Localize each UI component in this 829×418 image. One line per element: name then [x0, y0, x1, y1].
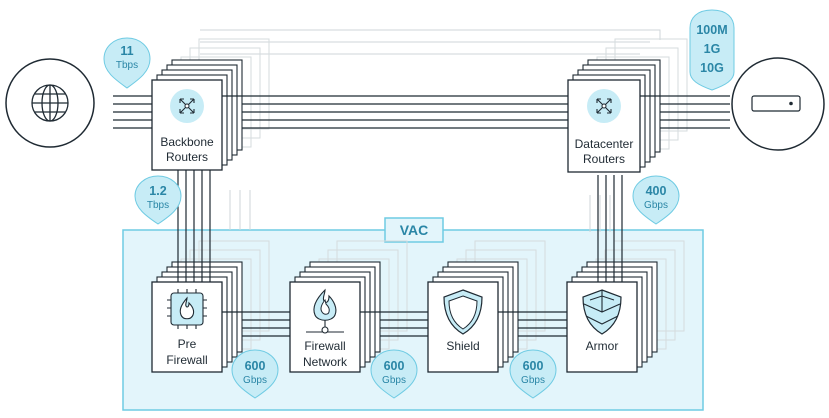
node-label-line1: Armor — [586, 339, 619, 353]
node-label-line2: Routers — [583, 152, 625, 166]
badge-value: 11 — [120, 44, 133, 58]
server-node[interactable] — [731, 57, 825, 151]
node-label-line1: Backbone — [160, 135, 214, 149]
badge-value: 400 — [646, 184, 667, 198]
bandwidth-badge-server-link: 100M 1G 10G — [689, 9, 735, 91]
bandwidth-badge-shield-to-armor: 600 Gbps — [509, 349, 557, 399]
router-arrows-icon — [587, 89, 621, 123]
armor-node[interactable]: Armor — [566, 281, 638, 373]
badge-unit: Gbps — [521, 375, 545, 386]
node-label-line1: Pre — [178, 337, 197, 351]
badge-unit: Tbps — [147, 200, 169, 211]
badge-value: 600 — [523, 359, 544, 373]
badge-line1: 100M — [696, 23, 727, 37]
armor-shield-icon — [582, 289, 622, 335]
router-arrows-icon — [170, 89, 204, 123]
bandwidth-badge-400-gbps: 400 Gbps — [632, 175, 680, 225]
flame-network-icon — [306, 288, 344, 334]
badge-unit: Tbps — [116, 60, 138, 71]
badge-value: 1.2 — [149, 184, 166, 198]
chip-flame-icon — [167, 289, 207, 329]
background-links — [200, 29, 661, 232]
connections — [113, 95, 730, 337]
shield-node[interactable]: Shield — [427, 281, 499, 373]
vac-label: VAC — [400, 222, 429, 238]
badge-value: 600 — [384, 359, 405, 373]
badge-unit: Gbps — [243, 375, 267, 386]
badge-unit: Gbps — [644, 200, 668, 211]
node-label-line2: Network — [303, 355, 348, 369]
bandwidth-badge-1-2-tbps: 1.2 Tbps — [134, 175, 182, 225]
bandwidth-badge-pre-to-firewall: 600 Gbps — [231, 349, 279, 399]
internet-node[interactable] — [5, 58, 95, 148]
bandwidth-badge-11-tbps: 11 Tbps — [103, 37, 151, 89]
datacenter-routers-node[interactable]: Datacenter Routers — [567, 79, 641, 173]
server-icon — [751, 95, 801, 112]
firewall-network-node[interactable]: Firewall Network — [289, 281, 361, 373]
bandwidth-badge-firewall-to-shield: 600 Gbps — [370, 349, 418, 399]
badge-line3: 10G — [700, 61, 724, 75]
pre-firewall-node[interactable]: Pre Firewall — [151, 281, 223, 373]
node-label-line1: Datacenter — [575, 137, 634, 151]
shield-icon — [443, 289, 483, 335]
badge-value: 600 — [245, 359, 266, 373]
globe-icon — [31, 84, 69, 122]
node-label-line2: Firewall — [166, 353, 207, 367]
badge-unit: Gbps — [382, 375, 406, 386]
node-label-line2: Routers — [166, 150, 208, 164]
backbone-routers-node[interactable]: Backbone Routers — [151, 79, 223, 171]
badge-line2: 1G — [704, 42, 721, 56]
node-label-line1: Shield — [446, 339, 479, 353]
node-label-line1: Firewall — [304, 339, 345, 353]
